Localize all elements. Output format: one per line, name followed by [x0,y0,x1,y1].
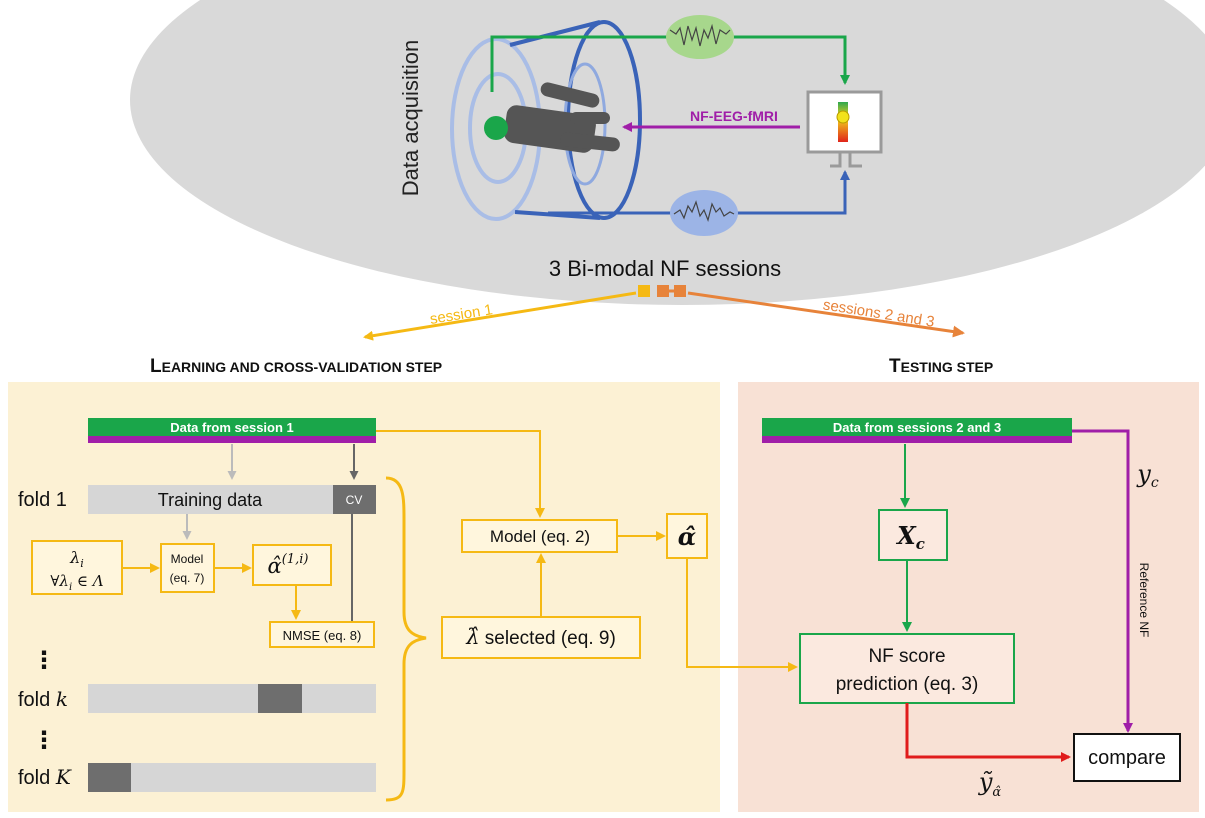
svg-text:compare: compare [1088,747,1166,769]
nmse-box [269,621,375,648]
branch-label-session-1: session 1 [429,301,494,328]
svg-text:NF score: NF score [868,646,945,667]
svg-text:Model: Model [171,552,204,566]
feedback-label: NF-EEG-fMRI [690,108,778,124]
mri-scanner-icon [450,20,642,221]
session-3-square [674,285,686,297]
sessions-label: 3 Bi-modal NF sessions [549,256,781,281]
eeg-signal-loop [490,15,850,92]
learning-panel [8,382,720,812]
folds-brace [385,476,427,802]
fold-dots-1: ⋮ [32,646,56,674]
svg-text:NMSE (eq. 8): NMSE (eq. 8) [283,628,362,643]
fold-1-training-bar [88,485,333,514]
alpha-hat-fold-box [252,544,332,586]
lambda-set-box [31,540,123,595]
data-sessions-2-3-bar: Data from sessions 2 and 3 [762,418,1072,443]
compare-box [1073,733,1181,782]
svg-text:prediction (eq. 3): prediction (eq. 3) [836,674,979,695]
branch-label-sessions-2-3: sessions 2 and 3 [822,296,936,330]
svg-text:α̂(1,i): α̂(1,i) [268,552,309,578]
data-acquisition-label: Data acquisition [398,40,423,197]
svg-text:(eq. 7): (eq. 7) [170,571,205,585]
training-data-label: Training data [158,490,263,510]
xc-box [878,509,948,561]
reference-nf-label: Reference NF [1137,563,1151,638]
acquisition-oval [130,0,1205,305]
svg-text:α̂: α̂ [678,522,696,551]
fold-1-label: fold 1 [18,489,67,511]
lambda-selected-box [441,616,641,659]
feedback-monitor-icon [806,90,883,168]
fmri-signal-icon [670,190,738,236]
testing-step-heading: TESTING STEP [889,356,993,377]
y-tilde-label: ỹα̂ [978,768,1002,800]
alpha-hat-box [666,513,708,559]
reference-nf-arrow [1072,429,1133,733]
model-eq2-box [461,519,618,553]
branch-arrow-learning [363,291,637,341]
svg-text:Data from session 1: Data from session 1 [170,420,294,435]
data-session-1-bar: Data from session 1 [88,418,376,443]
fold-K-cv-bar [88,763,131,792]
svg-text:Model (eq. 2): Model (eq. 2) [490,527,590,546]
fold-K-label: fold K [18,765,72,789]
learning-step-heading: LEARNING AND CROSS-VALIDATION STEP [150,356,442,377]
svg-text:Data from sessions 2 and 3: Data from sessions 2 and 3 [833,420,1001,435]
session-2-square [657,285,669,297]
fold-k-label: fold k [18,687,68,711]
fold-k-cv-bar [258,684,302,713]
nf-score-prediction-box [799,633,1015,704]
fold-dots-2: ⋮ [32,726,56,754]
session-1-square [638,285,650,297]
fold-K-bar [88,763,376,792]
eeg-signal-icon [666,15,734,59]
fmri-signal-loop [548,170,850,236]
cv-label: CV [346,493,363,507]
fold-k-bar [88,684,376,713]
yc-label: yc [1136,460,1159,491]
svg-text:Xc: Xc [895,521,925,553]
model-eq7-box [160,543,215,593]
branch-arrow-testing [687,291,965,338]
prediction-to-compare-arrow [905,703,1071,762]
svg-text:λi: λi [69,548,84,570]
svg-text:∀λi ∈ Λ: ∀λi ∈ Λ [50,572,103,593]
svg-text:λ̂ selected (eq. 9): λ̂ selected (eq. 9) [465,625,616,649]
fold-1-cv-bar [333,485,376,514]
